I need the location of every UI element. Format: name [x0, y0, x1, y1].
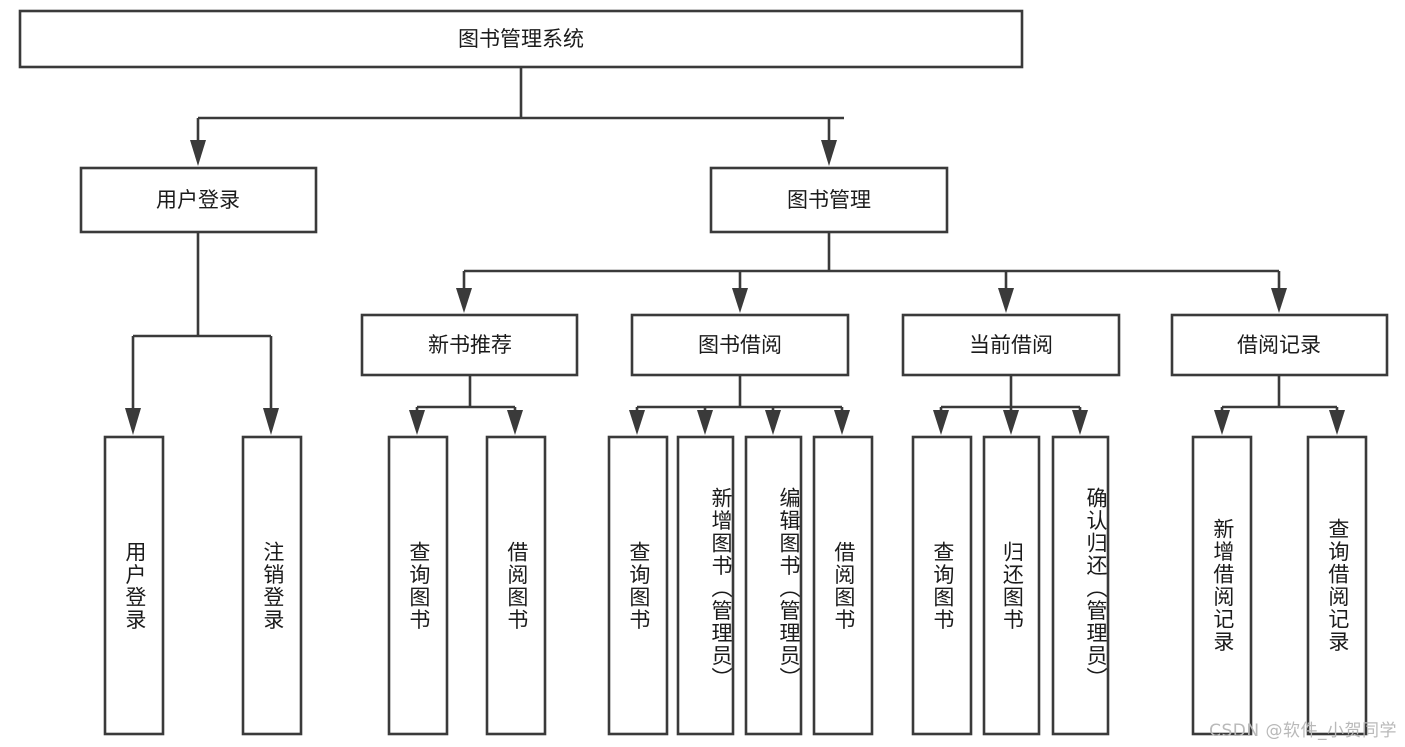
node-leaf-return-book-box[interactable]: [982, 435, 1041, 736]
connector-userlogin-to-level4: [125, 232, 279, 435]
node-book-borrow[interactable]: 图书借阅: [630, 313, 850, 377]
arrowhead-leaf-add-book: [697, 410, 713, 435]
connector-root-to-level2: [190, 67, 844, 166]
arrowhead-leaf-borrow-book-1: [507, 410, 523, 435]
node-leaf-confirm-return-box[interactable]: [1051, 435, 1110, 736]
node-leaf-query-record-box[interactable]: [1306, 435, 1368, 736]
node-current-borrow[interactable]: 当前借阅: [901, 313, 1121, 377]
watermark-credit: CSDN @软件_小贺同学: [1209, 721, 1397, 741]
node-new-book-recommend[interactable]: 新书推荐: [360, 313, 579, 377]
node-current-borrow-label: 当前借阅: [969, 333, 1053, 357]
node-root-label: 图书管理系统: [458, 27, 584, 51]
node-leaf-query-book-1-box[interactable]: [387, 435, 449, 736]
arrowhead-new-book-recommend: [456, 288, 472, 313]
arrowhead-leaf-query-book-2: [629, 410, 645, 435]
connector-borrowrecord-to-level4: [1214, 375, 1345, 435]
arrowhead-leaf-user-logout: [263, 408, 279, 435]
node-leaf-query-book-3-box[interactable]: [911, 435, 973, 736]
node-new-book-recommend-box[interactable]: [360, 313, 579, 377]
arrowhead-leaf-user-login: [125, 408, 141, 435]
arrowhead-leaf-query-record: [1329, 410, 1345, 435]
node-leaf-add-book-box[interactable]: [676, 435, 735, 736]
node-book-management[interactable]: 图书管理: [709, 166, 949, 234]
arrowhead-book-management: [821, 140, 837, 166]
node-borrow-record[interactable]: 借阅记录: [1170, 313, 1389, 377]
arrowhead-leaf-query-book-1: [409, 410, 425, 435]
node-root[interactable]: 图书管理系统: [18, 9, 1024, 69]
node-book-borrow-box[interactable]: [630, 313, 850, 377]
node-user-login[interactable]: 用户登录: [79, 166, 318, 234]
connector-currentborrow-to-level4: [933, 375, 1088, 435]
arrowhead-leaf-return-book: [1003, 410, 1019, 435]
connector-bookborrow-to-level4: [629, 375, 850, 435]
node-leaf-borrow-book-2-box[interactable]: [812, 435, 874, 736]
node-user-login-label: 用户登录: [156, 188, 240, 212]
node-leaf-borrow-book-1-box[interactable]: [485, 435, 547, 736]
arrowhead-borrow-record: [1271, 288, 1287, 313]
node-root-box[interactable]: [18, 9, 1024, 69]
node-borrow-record-box[interactable]: [1170, 313, 1389, 377]
arrowhead-current-borrow: [998, 288, 1014, 313]
node-current-borrow-box[interactable]: [901, 313, 1121, 377]
arrowhead-leaf-add-record: [1214, 410, 1230, 435]
node-leaf-user-logout-box[interactable]: [241, 435, 303, 736]
node-new-book-recommend-label: 新书推荐: [428, 333, 512, 357]
connector-newbook-to-level4: [409, 375, 523, 435]
node-leaf-query-book-2-box[interactable]: [607, 435, 669, 736]
node-book-borrow-label: 图书借阅: [698, 333, 782, 357]
arrowhead-leaf-confirm-return: [1072, 410, 1088, 435]
node-user-login-box[interactable]: [79, 166, 318, 234]
arrowhead-leaf-query-book-3: [933, 410, 949, 435]
node-leaf-add-record-box[interactable]: [1191, 435, 1253, 736]
connector-bookmgmt-to-level3: [456, 232, 1287, 313]
arrowhead-leaf-edit-book: [765, 410, 781, 435]
arrowhead-book-borrow: [732, 288, 748, 313]
node-book-management-label: 图书管理: [787, 188, 871, 212]
arrowhead-leaf-borrow-book-2: [834, 410, 850, 435]
node-book-management-box[interactable]: [709, 166, 949, 234]
node-leaf-edit-book-box[interactable]: [744, 435, 803, 736]
node-borrow-record-label: 借阅记录: [1237, 333, 1321, 357]
node-leaf-user-login-box[interactable]: [103, 435, 165, 736]
arrowhead-user-login: [190, 140, 206, 166]
